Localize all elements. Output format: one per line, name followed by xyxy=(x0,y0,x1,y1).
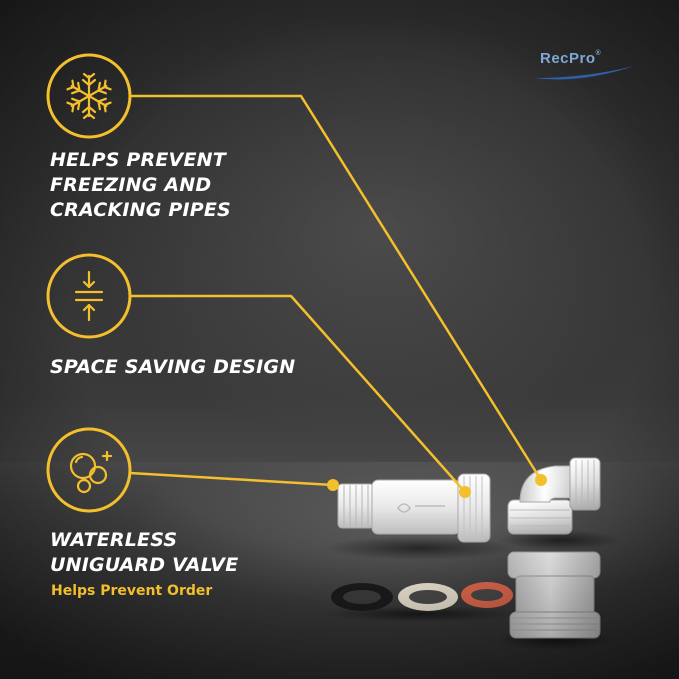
compress-arrows-icon xyxy=(74,270,104,322)
feature-title-line: CRACKING PIPES xyxy=(50,199,231,221)
feature-title-line: UNIGUARD VALVE xyxy=(50,554,239,576)
feature-title-freeze: HELPS PREVENT FREEZING AND CRACKING PIPE… xyxy=(50,148,231,223)
feature-title-space: SPACE SAVING DESIGN xyxy=(50,355,295,380)
brand-logo: RecPro® xyxy=(540,50,601,67)
callout-line-space xyxy=(128,294,467,494)
feature-title-line: HELPS PREVENT xyxy=(50,149,226,171)
feature-title-valve: WATERLESS UNIGUARD VALVE xyxy=(50,528,238,578)
icon-ring-valve xyxy=(46,427,132,513)
registered-mark: ® xyxy=(595,50,602,57)
feature-title-line: WATERLESS xyxy=(50,529,178,551)
feature-subtitle-valve: Helps Prevent Order xyxy=(51,583,213,599)
feature-title-line: FREEZING AND xyxy=(50,174,212,196)
callout-dot-freeze xyxy=(535,474,547,486)
snowflake-icon xyxy=(65,72,113,120)
icon-ring-space xyxy=(46,253,132,339)
callout-line-freeze xyxy=(128,94,543,482)
callout-line-valve xyxy=(128,471,335,487)
brand-logo-text: RecPro xyxy=(540,50,596,67)
icon-ring-freeze xyxy=(46,53,132,139)
bubbles-icon xyxy=(69,450,113,494)
feature-title-line: SPACE SAVING DESIGN xyxy=(50,356,296,378)
callout-dot-space xyxy=(459,486,471,498)
callout-dot-valve xyxy=(327,479,339,491)
logo-swoosh xyxy=(534,66,634,80)
